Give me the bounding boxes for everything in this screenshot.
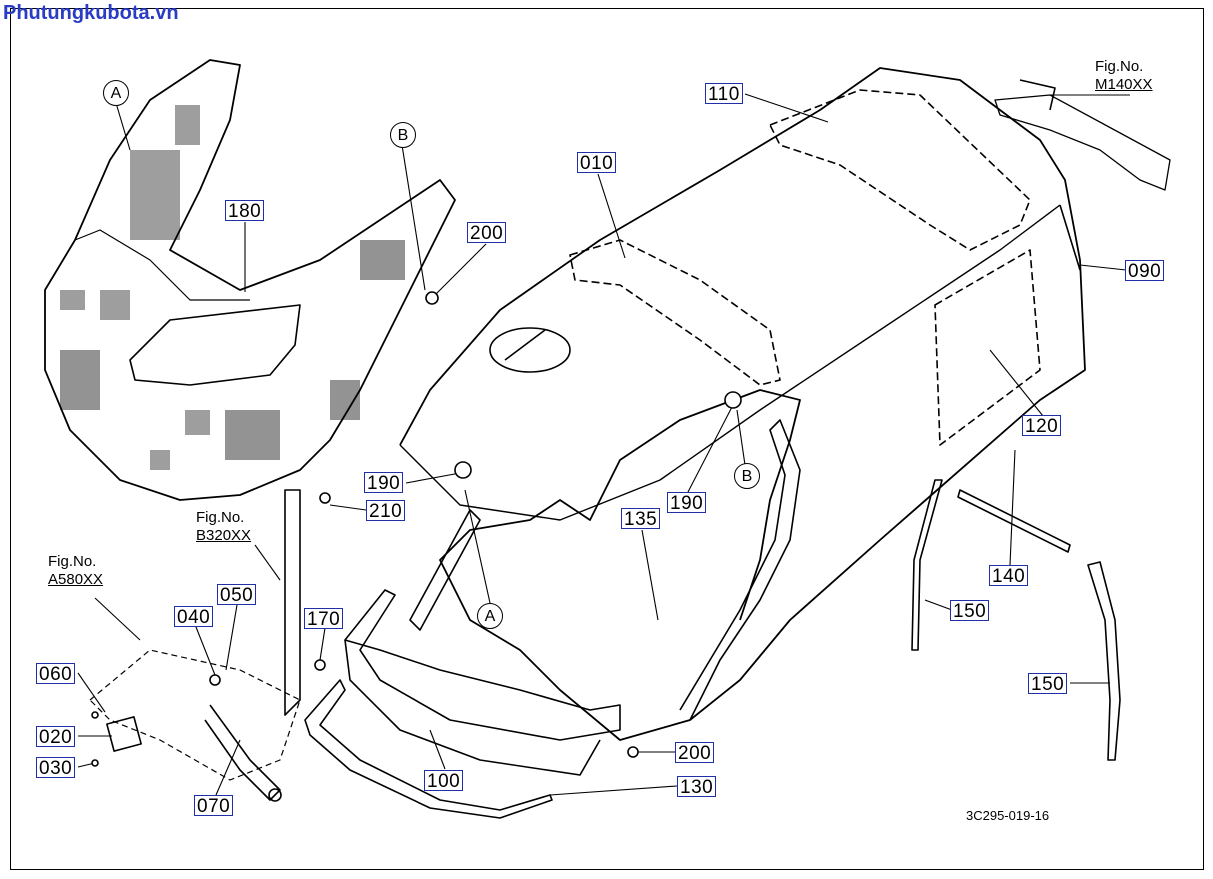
front-grille-part xyxy=(44,59,456,501)
callout-060: 060 xyxy=(36,663,76,685)
callout-135: 135 xyxy=(621,508,661,530)
ref-letter-a-bottom: A xyxy=(477,603,503,629)
callout-190-left: 190 xyxy=(364,472,404,494)
callout-150-left: 150 xyxy=(950,600,990,622)
callout-140: 140 xyxy=(989,565,1029,587)
callout-100: 100 xyxy=(424,770,464,792)
hood-body-part xyxy=(399,67,1086,741)
fig-ref-m140-label: Fig.No. xyxy=(1095,58,1144,75)
callout-050: 050 xyxy=(217,584,257,606)
callout-030: 030 xyxy=(36,757,76,779)
strip-130-part xyxy=(304,679,553,819)
callout-020: 020 xyxy=(36,726,76,748)
front-frame-part xyxy=(344,419,801,776)
fig-ref-b320-code: B320XX xyxy=(196,527,252,544)
callout-070: 070 xyxy=(194,795,234,817)
callout-200-bottom: 200 xyxy=(675,742,715,764)
callout-170: 170 xyxy=(304,608,344,630)
fasteners xyxy=(91,291,742,767)
callout-040: 040 xyxy=(174,606,214,628)
callout-110: 110 xyxy=(705,83,743,105)
callout-150-right: 150 xyxy=(1028,673,1068,695)
latch-assembly-part xyxy=(89,489,301,802)
site-watermark: Phutungkubota.vn xyxy=(3,2,179,24)
ref-letter-a-top: A xyxy=(103,80,129,106)
callout-090: 090 xyxy=(1125,260,1165,282)
seal-140-part xyxy=(957,489,1071,553)
callout-010: 010 xyxy=(577,152,617,174)
leader-lines xyxy=(77,93,1130,796)
fig-ref-b320: Fig.No. B320XX xyxy=(196,509,251,545)
ref-letter-b-top: B xyxy=(390,122,416,148)
callout-190-right: 190 xyxy=(667,492,707,514)
seal-150b-part xyxy=(1087,561,1121,761)
fig-ref-a580: Fig.No. A580XX xyxy=(48,553,103,589)
callout-210: 210 xyxy=(366,500,406,522)
fig-ref-b320-label: Fig.No. xyxy=(196,509,245,526)
drawing-frame xyxy=(10,8,1204,870)
callout-120: 120 xyxy=(1022,415,1062,437)
callout-200-top: 200 xyxy=(467,222,507,244)
seal-150a-part xyxy=(911,479,943,651)
fig-ref-m140-code: M140XX xyxy=(1095,76,1153,93)
fig-ref-m140: Fig.No. M140XX xyxy=(1095,58,1153,94)
callout-130: 130 xyxy=(677,776,717,798)
callout-180: 180 xyxy=(225,200,265,222)
fig-ref-a580-code: A580XX xyxy=(48,571,104,588)
support-linkage-part xyxy=(994,79,1171,191)
ref-letter-b-bottom: B xyxy=(734,463,760,489)
diagram-code: 3C295-019-16 xyxy=(966,808,1050,823)
fig-ref-a580-label: Fig.No. xyxy=(48,553,97,570)
